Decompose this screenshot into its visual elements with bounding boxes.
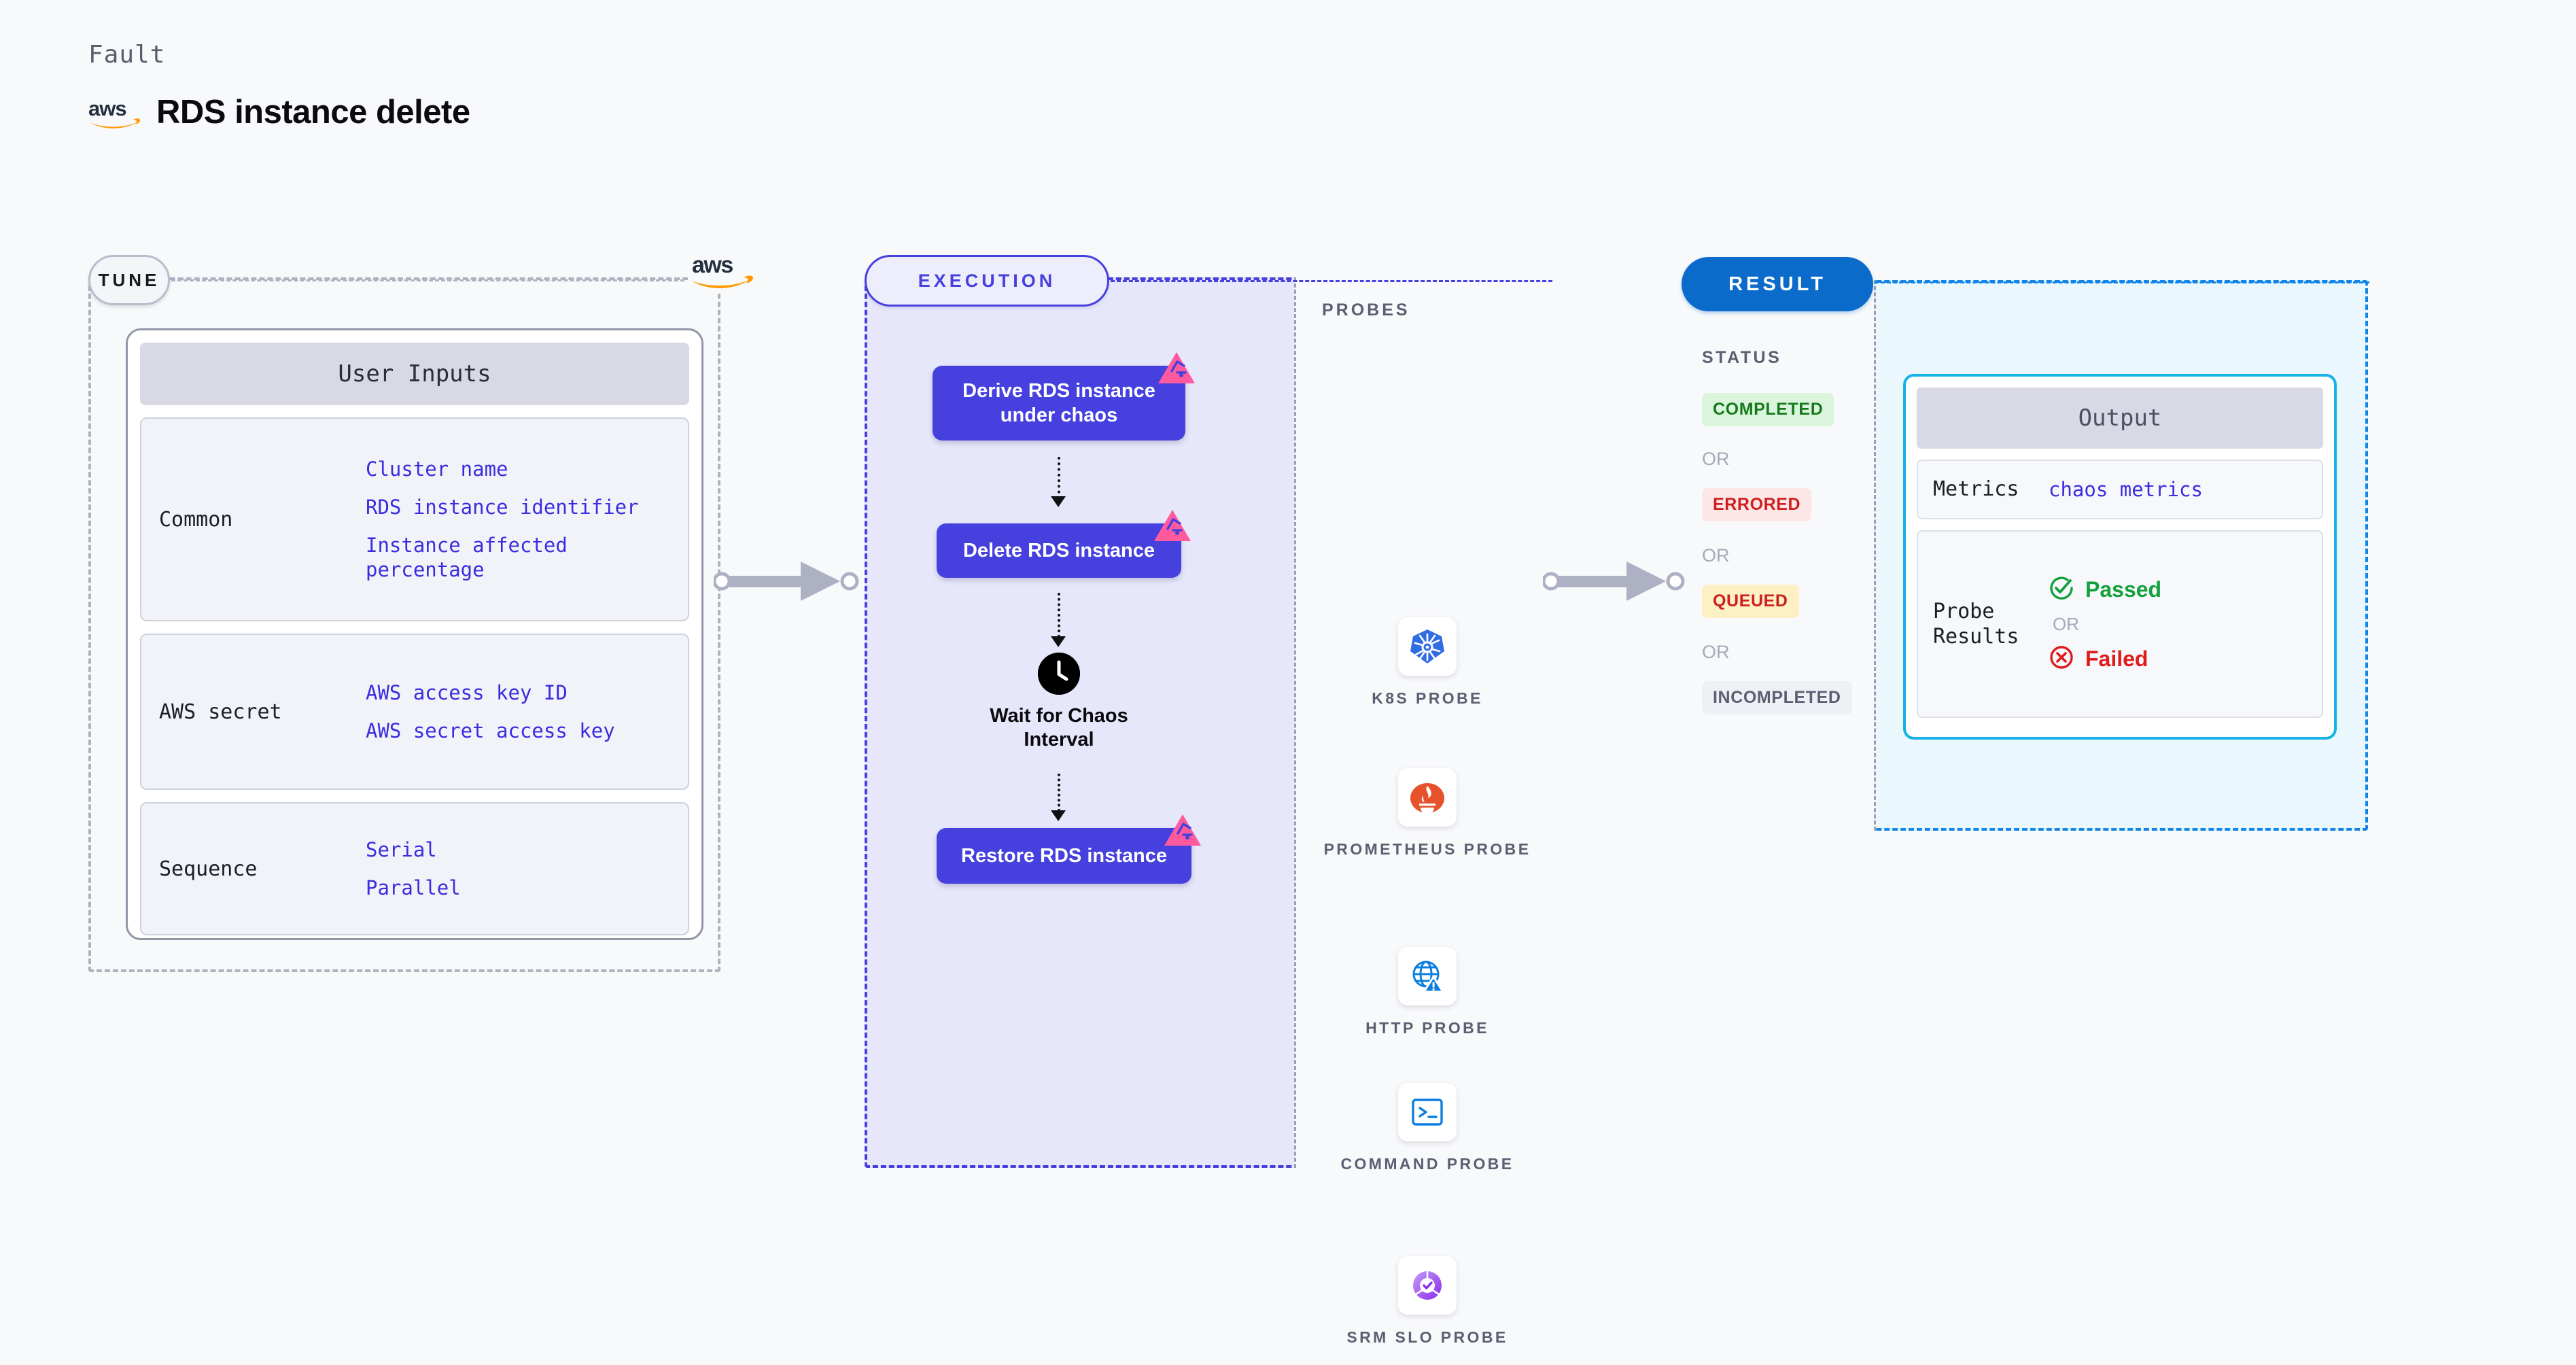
input-group-values: Cluster name RDS instance identifier Ins… <box>366 457 663 583</box>
aws-logo-icon: aws <box>688 250 756 292</box>
check-circle-icon <box>2049 575 2074 604</box>
probe-label: PROMETHEUS PROBE <box>1323 840 1531 858</box>
probe-label: K8S PROBE <box>1372 689 1483 707</box>
flow-connector <box>1058 593 1060 638</box>
terminal-icon <box>1398 1083 1457 1141</box>
flow-connector <box>1058 457 1060 499</box>
user-inputs-card: User Inputs Common Cluster name RDS inst… <box>126 328 703 940</box>
output-row-value[interactable]: chaos metrics <box>2049 478 2203 501</box>
stage-badge-result[interactable]: RESULT <box>1682 257 1873 311</box>
input-value[interactable]: AWS access key ID <box>366 680 568 704</box>
input-group-sequence: Sequence Serial Parallel <box>140 802 689 935</box>
litmuschaos-icon <box>1157 351 1196 386</box>
execution-leader-line <box>1111 280 1552 282</box>
probe-item-http[interactable]: HTTP PROBE <box>1319 947 1536 1039</box>
title-row: aws RDS instance delete <box>88 93 470 131</box>
output-title: Output <box>1917 387 2323 449</box>
flow-connector-arrowhead <box>1051 636 1066 647</box>
input-group-aws-secret: AWS secret AWS access key ID AWS secret … <box>140 634 689 790</box>
aws-logo-icon: aws <box>88 95 141 129</box>
probe-result-label: Passed <box>2085 576 2162 602</box>
stage-badge-execution[interactable]: EXECUTION <box>865 255 1109 307</box>
input-value[interactable]: Cluster name <box>366 457 508 481</box>
flow-node-derive-rds-instance[interactable]: Derive RDS instance under chaos <box>933 352 1195 440</box>
flow-node-delete-rds-instance[interactable]: Delete RDS instance <box>937 510 1191 578</box>
status-title: STATUS <box>1702 348 1782 367</box>
probe-result-passed: Passed <box>2049 575 2161 604</box>
page-title: RDS instance delete <box>156 94 470 131</box>
probes-title: PROBES <box>1322 300 1410 319</box>
svg-text:aws: aws <box>692 252 733 278</box>
http-globe-warning-icon <box>1398 947 1457 1005</box>
input-group-label: Sequence <box>159 857 258 881</box>
result-leader-line <box>1875 281 2369 283</box>
flow-connector <box>1058 774 1060 812</box>
status-badge-queued: QUEUED <box>1702 585 1799 618</box>
output-row-metrics: Metrics chaos metrics <box>1917 460 2323 519</box>
tune-panel <box>88 277 720 972</box>
flow-connector-arrowhead <box>1051 810 1066 821</box>
probe-result-or-label: OR <box>2053 613 2079 634</box>
user-inputs-title: User Inputs <box>140 343 689 405</box>
input-value[interactable]: AWS secret access key <box>366 719 615 742</box>
input-value[interactable]: Serial <box>366 837 437 861</box>
flow-node-label: Restore RDS instance <box>961 844 1167 867</box>
kubernetes-icon <box>1398 617 1457 676</box>
probe-label: SRM SLO PROBE <box>1346 1328 1508 1346</box>
status-badge-incompleted: INCOMPLETED <box>1702 681 1852 714</box>
stage-badge-tune[interactable]: TUNE <box>88 255 170 305</box>
status-or-label: OR <box>1702 449 1730 469</box>
probe-item-k8s[interactable]: K8S PROBE <box>1319 617 1536 709</box>
x-circle-icon <box>2049 644 2074 674</box>
page-header: Fault aws RDS instance delete <box>88 41 470 131</box>
probe-item-srm-slo[interactable]: SRM SLO PROBE <box>1319 1256 1536 1348</box>
probe-label: COMMAND PROBE <box>1340 1155 1514 1173</box>
svg-text:aws: aws <box>88 97 126 120</box>
input-group-common: Common Cluster name RDS instance identif… <box>140 417 689 621</box>
eyebrow-label: Fault <box>88 41 166 69</box>
input-value[interactable]: Instance affected percentage <box>366 534 568 582</box>
input-group-label: AWS secret <box>159 699 282 724</box>
input-group-label: Common <box>159 507 233 532</box>
flow-node-label: Derive RDS instance under chaos <box>962 379 1155 426</box>
litmuschaos-icon <box>1153 508 1192 544</box>
input-group-values: Serial Parallel <box>366 837 473 901</box>
probe-item-prometheus[interactable]: PROMETHEUS PROBE <box>1319 768 1536 860</box>
tune-leader-line <box>171 279 684 281</box>
litmuschaos-icon <box>1163 813 1202 848</box>
flow-connector-arrowhead <box>1051 496 1066 507</box>
connector-tune-to-execution <box>712 551 877 615</box>
status-column <box>1682 280 1876 831</box>
input-group-values: AWS access key ID AWS secret access key <box>366 680 627 744</box>
status-or-label: OR <box>1702 642 1730 662</box>
flow-node-label: Delete RDS instance <box>962 539 1155 561</box>
connector-execution-to-result <box>1542 551 1699 615</box>
probe-label: HTTP PROBE <box>1365 1019 1489 1037</box>
probe-results-values: Passed OR Failed <box>2049 532 2161 716</box>
probe-result-failed: Failed <box>2049 644 2161 674</box>
input-value[interactable]: RDS instance identifier <box>366 495 639 519</box>
probe-result-label: Failed <box>2085 646 2148 671</box>
status-badge-errored: ERRORED <box>1702 488 1812 521</box>
flow-node-restore-rds-instance[interactable]: Restore RDS instance <box>937 814 1201 884</box>
output-row-label: Metrics <box>1933 477 2019 502</box>
srm-slo-icon <box>1398 1256 1457 1315</box>
clock-icon <box>1038 653 1080 695</box>
status-or-label: OR <box>1702 545 1730 566</box>
status-badge-completed: COMPLETED <box>1702 393 1834 426</box>
probes-column: PROBES <box>1294 277 1556 1346</box>
input-value[interactable]: Parallel <box>366 876 461 899</box>
prometheus-icon <box>1398 768 1457 827</box>
probe-item-command[interactable]: COMMAND PROBE <box>1319 1083 1536 1175</box>
